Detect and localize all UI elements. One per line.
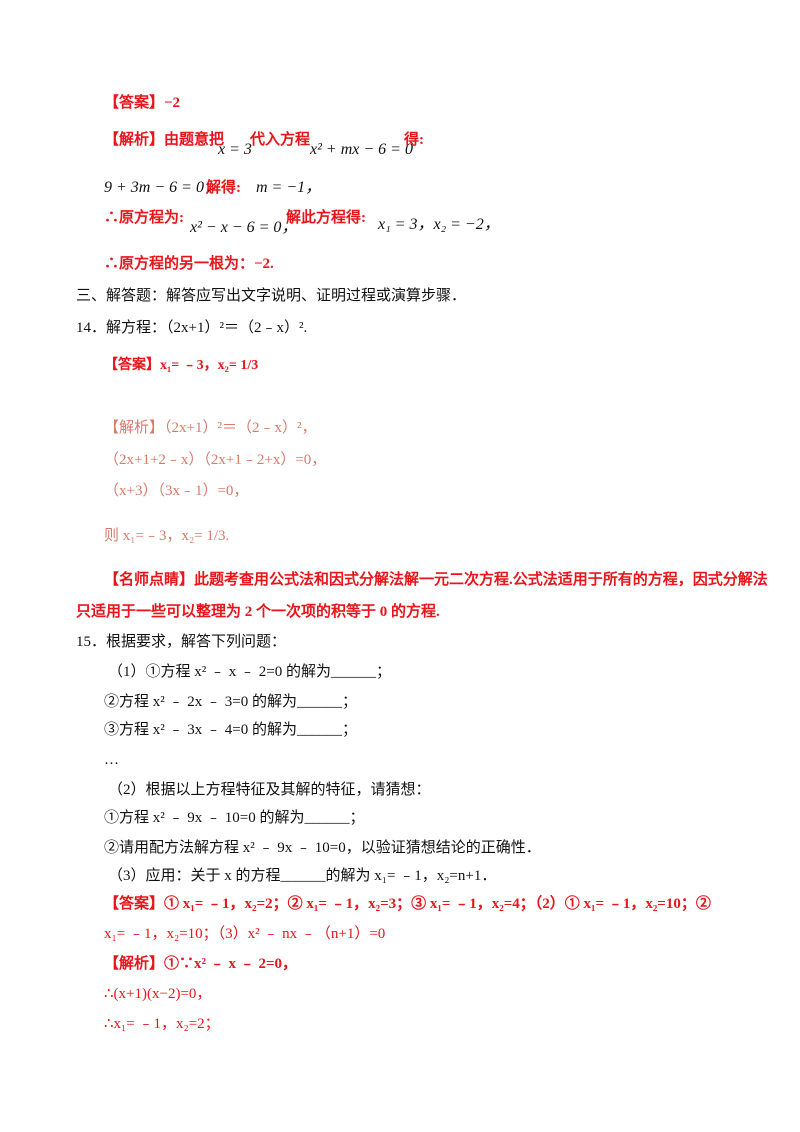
other-root-conclusion: ∴原方程的另一根为：−2. bbox=[104, 256, 274, 272]
analysis-15-line-2: ∴(x+1)(x−2)=0， bbox=[104, 986, 212, 1002]
solution-image-line-1: 【解析】（2x+1）²＝（2﹣x）²， bbox=[104, 420, 317, 436]
q15-part2-item2: ②请用配方法解方程 x² ﹣ 9x ﹣ 10=0，以验证猜想结论的正确性． bbox=[104, 840, 541, 856]
question-14: 14．解方程：（2x+1）²＝（2﹣x）². bbox=[76, 320, 308, 336]
math-roots: x₁ = 3，x₂ = −2， bbox=[378, 216, 500, 233]
q15-part3: （3）应用：关于 x 的方程______的解为 x₁= ﹣1，x₂=n+1． bbox=[108, 868, 497, 884]
solution-image-line-3: （x+3）（3x﹣1）=0， bbox=[104, 483, 249, 499]
q15-part2-heading: （2）根据以上方程特征及其解的特征，请猜想： bbox=[108, 782, 431, 798]
answer-15-line-1: 【答案】① x₁= ﹣1，x₂=2；② x₁= ﹣1，x₂=3；③ x₁= ﹣1… bbox=[104, 896, 711, 912]
answer-15-line-2: x₁= ﹣1，x₂=10；（3）x² ﹣ nx ﹣（n+1）=0 bbox=[104, 926, 386, 942]
analysis-15-line-3: ∴x₁= ﹣1，x₂=2； bbox=[104, 1016, 220, 1032]
math-m-value: m = −1， bbox=[256, 179, 322, 196]
analysis-label-13: 【解析】由题意把 bbox=[104, 132, 225, 148]
substitute-text: 代入方程 bbox=[250, 132, 311, 148]
obtain-text: 得: bbox=[404, 132, 424, 148]
analysis-15-line-1: 【解析】①∵x² ﹣ x ﹣ 2=0， bbox=[104, 956, 298, 972]
original-equation-label: ∴原方程为: bbox=[104, 210, 184, 226]
answer-label-14: 【答案】x₁= ﹣3，x₂= 1/3 bbox=[104, 358, 259, 373]
answer-label-13: 【答案】−2 bbox=[104, 95, 181, 111]
solution-image-line-4: 则 x₁=﹣3，x₂= 1/3. bbox=[104, 528, 230, 544]
math-substituted: 9 + 3m − 6 = 0， bbox=[104, 179, 220, 196]
solution-image-line-2: （2x+1+2﹣x）（2x+1﹣2+x）=0， bbox=[104, 452, 327, 468]
q15-part1-item2: ②方程 x² ﹣ 2x ﹣ 3=0 的解为______； bbox=[104, 694, 357, 710]
ellipsis: … bbox=[104, 752, 119, 768]
math-original-equation: x² − x − 6 = 0， bbox=[190, 219, 298, 236]
q15-part1-item1: （1）①方程 x² ﹣ x ﹣ 2=0 的解为______； bbox=[108, 664, 391, 680]
teacher-tip-line-1: 【名师点睛】此题考查用公式法和因式分解法解一元二次方程.公式法适用于所有的方程，… bbox=[104, 572, 768, 588]
solve-label: 解得: bbox=[206, 180, 241, 196]
question-15: 15．根据要求，解答下列问题： bbox=[76, 634, 287, 650]
q15-part1-item3: ③方程 x² ﹣ 3x ﹣ 4=0 的解为______； bbox=[104, 722, 357, 738]
teacher-tip-line-2: 只适用于一些可以整理为 2 个一次项的积等于 0 的方程. bbox=[76, 604, 440, 620]
solve-equation-label: 解此方程得: bbox=[286, 210, 366, 226]
q15-part2-item1: ①方程 x² ﹣ 9x ﹣ 10=0 的解为______； bbox=[104, 810, 365, 826]
section-3-heading: 三、解答题：解答应写出文字说明、证明过程或演算步骤． bbox=[76, 288, 467, 304]
math-equation-original: x² + mx − 6 = 0 bbox=[310, 141, 413, 158]
math-x-equals-3: x = 3 bbox=[218, 141, 252, 158]
